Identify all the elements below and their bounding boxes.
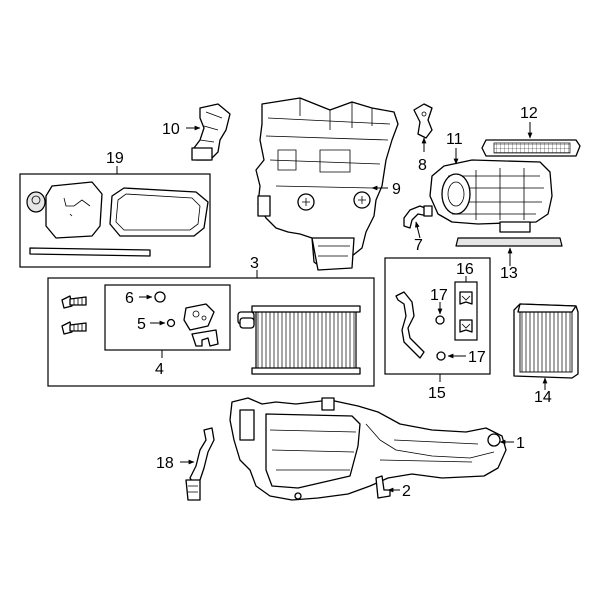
part-1-lower-housing bbox=[229, 397, 507, 501]
part-17-oring-lower bbox=[436, 351, 446, 361]
part-15-tube bbox=[395, 291, 425, 359]
box-15-frame bbox=[384, 257, 491, 375]
box-3-frame bbox=[47, 277, 375, 387]
callout-5: 5 bbox=[137, 316, 146, 333]
callout-19: 19 bbox=[106, 150, 124, 167]
callout-18: 18 bbox=[156, 455, 174, 472]
callout-3: 3 bbox=[250, 255, 259, 272]
callout-17b: 17 bbox=[468, 349, 486, 366]
box-16-frame bbox=[454, 281, 478, 341]
part-13-cabin-filter bbox=[455, 237, 563, 247]
part-3-screws bbox=[61, 295, 87, 335]
callout-12: 12 bbox=[520, 105, 538, 122]
part-2-bracket bbox=[375, 475, 391, 499]
callout-1: 1 bbox=[516, 435, 525, 452]
part-14-core bbox=[513, 303, 579, 379]
callout-7: 7 bbox=[414, 237, 423, 254]
callout-10: 10 bbox=[162, 121, 180, 138]
part-17-oring-upper bbox=[435, 315, 445, 325]
part-5-clip bbox=[166, 318, 176, 328]
part-8-bracket bbox=[413, 103, 433, 139]
callout-16: 16 bbox=[456, 261, 474, 278]
callout-11: 11 bbox=[446, 131, 463, 148]
leader-7 bbox=[414, 221, 421, 239]
part-16-clips bbox=[459, 291, 473, 333]
part-7-hose bbox=[403, 205, 433, 229]
part-6-plug bbox=[154, 291, 166, 303]
box-4-frame bbox=[104, 284, 231, 351]
box-19-frame bbox=[19, 173, 211, 268]
part-10-duct bbox=[191, 103, 231, 161]
callout-14: 14 bbox=[534, 389, 552, 406]
callout-2: 2 bbox=[402, 483, 411, 500]
part-12-filter-strip bbox=[481, 139, 581, 157]
callout-17a: 17 bbox=[430, 287, 448, 304]
part-11-evaporator-housing bbox=[429, 159, 553, 233]
part-9-hvac-housing bbox=[255, 97, 399, 271]
part-3-heater-core bbox=[237, 305, 361, 375]
callout-9: 9 bbox=[392, 181, 401, 198]
callout-15: 15 bbox=[428, 385, 446, 402]
part-4-fittings bbox=[183, 303, 219, 347]
callout-4: 4 bbox=[155, 361, 164, 378]
callout-8: 8 bbox=[418, 157, 427, 174]
part-18-sensor bbox=[185, 427, 215, 501]
callout-13: 13 bbox=[500, 265, 518, 282]
part-19-gaskets bbox=[26, 181, 209, 257]
callout-6: 6 bbox=[125, 290, 134, 307]
